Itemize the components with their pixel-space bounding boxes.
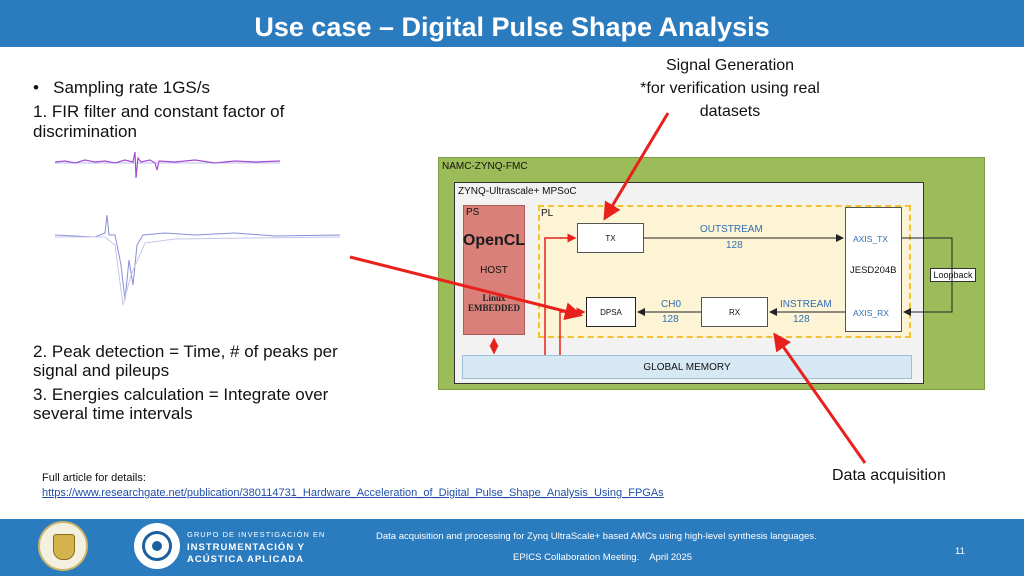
jesd204b-block: [845, 207, 902, 332]
filtered-signal-plot: [55, 151, 281, 179]
article-link[interactable]: https://www.researchgate.net/publication…: [42, 487, 664, 499]
signal-gen-line3: datasets: [699, 103, 761, 120]
raw-pulse-plot: [55, 214, 341, 306]
bullet-sampling-rate: • Sampling rate 1GS/s: [33, 78, 210, 97]
group-line2: INSTRUMENTACIÓN Y: [187, 542, 305, 553]
soc-label: ZYNQ-Ultrascale+ MPSoC: [458, 186, 577, 197]
outstream-label: OUTSTREAM: [700, 224, 763, 235]
page-number: 11: [955, 546, 965, 557]
ch0-label: CH0: [661, 299, 682, 310]
bullet-text: Sampling rate 1GS/s: [53, 78, 210, 97]
tx-block: TX: [577, 223, 644, 253]
item-2-line2: signal and pileups: [33, 361, 170, 380]
ps-label: PS: [466, 207, 480, 218]
instream-label: INSTREAM: [780, 299, 832, 310]
global-memory-block: GLOBAL MEMORY: [462, 355, 912, 379]
loopback-label: Loopback: [930, 268, 976, 282]
item-1-line1: 1. FIR filter and constant factor of: [33, 102, 285, 121]
university-seal-icon: [38, 521, 88, 571]
axis-rx-label: AXIS_RX: [853, 308, 889, 318]
item-3-line1: 3. Energies calculation = Integrate over: [33, 385, 329, 404]
outstream-width: 128: [726, 240, 743, 251]
board-label: NAMC-ZYNQ-FMC: [442, 161, 528, 172]
pl-label: PL: [541, 208, 554, 219]
item-1-line2: discrimination: [33, 122, 137, 141]
signal-gen-line2: *for verification using real: [640, 80, 820, 97]
slide-title: Use case – Digital Pulse Shape Analysis: [254, 12, 770, 42]
group-line1: GRUPO DE INVESTIGACIÓN EN: [187, 530, 326, 539]
jesd-label: JESD204B: [850, 265, 897, 276]
rx-block: RX: [701, 297, 768, 327]
article-label: Full article for details:: [42, 472, 146, 484]
axis-tx-label: AXIS_TX: [853, 234, 888, 244]
signal-generation-note: Signal Generation *for verification usin…: [610, 54, 850, 123]
signal-gen-line1: Signal Generation: [665, 57, 795, 74]
opencl-logo: OpenCL: [462, 232, 526, 249]
host-label: HOST: [480, 264, 508, 276]
footer-presentation-title: Data acquisition and processing for Zynq…: [376, 531, 817, 542]
linux-logo: Linux EMBEDDED: [467, 293, 520, 313]
title-bar: [0, 0, 1024, 47]
item-2-line1: 2. Peak detection = Time, # of peaks per: [33, 342, 338, 361]
data-acquisition-label: Data acquisition: [832, 467, 946, 484]
instream-width: 128: [793, 314, 810, 325]
ch0-width: 128: [662, 314, 679, 325]
group-line3: ACÚSTICA APLICADA: [187, 554, 305, 565]
group-logo-icon: [134, 523, 180, 569]
dpsa-block: DPSA: [586, 297, 636, 327]
item-3-line2: several time intervals: [33, 404, 193, 423]
footer-event: EPICS Collaboration Meeting. April 2025: [513, 552, 693, 563]
